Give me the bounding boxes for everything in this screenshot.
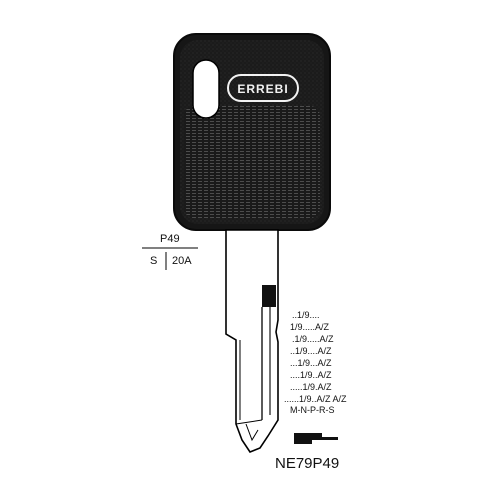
- dimension-bottom-left: S: [150, 255, 158, 267]
- brand-logo: ERREBI: [227, 74, 299, 102]
- cut-code-line: .1/9.....A/Z: [292, 334, 334, 344]
- dimension-bracket: [142, 247, 198, 270]
- brand-logo-text: ERREBI: [237, 82, 288, 96]
- grip-texture: [184, 106, 320, 218]
- key-head: [173, 33, 331, 231]
- cut-code-line: M-N-P-R-S: [290, 405, 335, 415]
- cut-code-line: ..1/9....A/Z: [290, 346, 332, 356]
- key-ring-hole: [192, 59, 220, 119]
- part-number: NE79P49: [275, 455, 340, 472]
- cut-code-line: ......1/9..A/Z A/Z: [284, 394, 347, 404]
- cut-code-line: 1/9.....A/Z: [290, 322, 330, 332]
- key-blade: [225, 229, 279, 453]
- cut-code-line: ..1/9....: [292, 310, 320, 320]
- cut-code-line: .....1/9.A/Z: [290, 382, 332, 392]
- dimension-bottom-right: 20A: [172, 255, 192, 267]
- cut-code-line: ...1/9...A/Z: [290, 358, 332, 368]
- profile-section-icon: [294, 433, 338, 444]
- cut-code-line: ....1/9..A/Z: [290, 370, 332, 380]
- dimension-top: P49: [160, 233, 180, 245]
- blade-notch-dark: [262, 285, 276, 307]
